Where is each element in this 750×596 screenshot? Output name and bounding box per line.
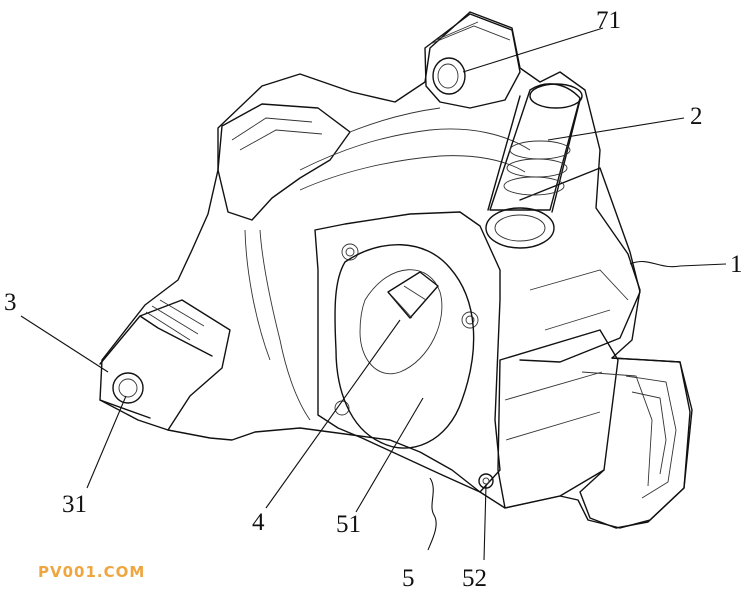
label-31: 31 [62, 491, 87, 518]
label-4: 4 [252, 509, 265, 536]
label-71: 71 [596, 7, 621, 34]
valve-element-4 [387, 271, 439, 319]
pipe-2 [485, 83, 583, 249]
label-1: 1 [730, 251, 743, 278]
label-3: 3 [4, 289, 17, 316]
bolt-hole-31 [112, 372, 144, 404]
label-2: 2 [690, 103, 703, 130]
label-5: 5 [402, 565, 415, 592]
leader-lines [20, 27, 727, 561]
flange-5 [314, 211, 501, 493]
label-51: 51 [336, 511, 361, 538]
label-52: 52 [462, 565, 487, 592]
watermark-text: PV001.COM [38, 563, 146, 581]
bolt-hole-71 [432, 57, 466, 95]
housing-body [99, 11, 693, 529]
